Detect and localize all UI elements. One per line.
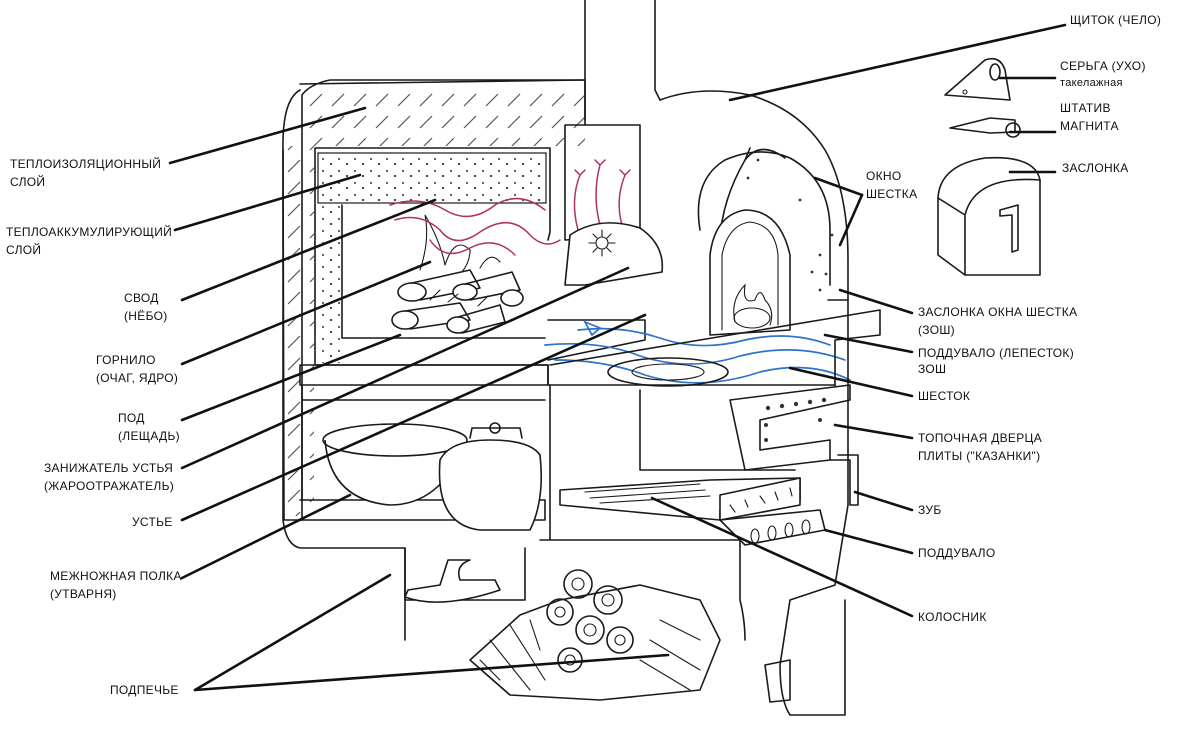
- dotted-layer: [317, 152, 547, 204]
- cold-air-flow: [544, 320, 851, 384]
- label-serga: СЕРЬГА (УХО): [1060, 59, 1146, 73]
- label-teploizol-2: СЛОЙ: [10, 174, 45, 189]
- label-shestok: ШЕСТОК: [918, 389, 970, 403]
- label-zosh-2: (ЗОШ): [918, 323, 955, 337]
- label-teploakk: ТЕПЛОАККУМУЛИРУЮЩИЙ: [6, 224, 172, 239]
- mouth-lowerer: [564, 222, 664, 286]
- label-podduvalo: ПОДДУВАЛО: [918, 546, 996, 560]
- label-okno: ОКНО: [866, 169, 902, 183]
- shestok-window: [709, 209, 791, 336]
- label-zanizhatel-2: (ЖАРООТРАЖАТЕЛЬ): [44, 479, 174, 493]
- label-podduvalo-lep: ПОДДУВАЛО (ЛЕПЕСТОК): [918, 346, 1074, 360]
- magnet-stand: [949, 117, 1016, 134]
- insulation-top: [300, 84, 585, 146]
- label-podduvalo-lep-2: ЗОШ: [918, 362, 946, 376]
- label-gornilo: ГОРНИЛО: [96, 353, 156, 367]
- label-svod: СВОД: [124, 291, 159, 305]
- label-teploizol: ТЕПЛОИЗОЛЯЦИОННЫЙ: [10, 156, 161, 171]
- label-zub: ЗУБ: [918, 503, 942, 517]
- stove-drawing: [282, 0, 1041, 716]
- labels: ЩИТОК (ЧЕЛО) СЕРЬГА (УХО) такелажная ШТА…: [6, 13, 1161, 697]
- label-gornilo-2: (ОЧАГ, ЯДРО): [96, 371, 178, 385]
- label-mezhnozh-2: (УТВАРНЯ): [50, 587, 117, 601]
- hot-air-flow: [389, 159, 631, 256]
- label-teploakk-2: СЛОЙ: [6, 242, 41, 257]
- label-shchitok: ЩИТОК (ЧЕЛО): [1070, 13, 1161, 27]
- label-shtativ-2: МАГНИТА: [1060, 119, 1119, 133]
- label-serga-sub: такелажная: [1060, 77, 1123, 89]
- shestok-plate: [549, 309, 881, 396]
- label-topochnaya-2: ПЛИТЫ ("КАЗАНКИ"): [918, 449, 1040, 463]
- label-podpeche: ПОДПЕЧЬЕ: [110, 683, 179, 697]
- label-zosh: ЗАСЛОНКА ОКНА ШЕСТКА: [918, 305, 1077, 319]
- damper-part: [937, 156, 1041, 276]
- dustpan: [404, 559, 501, 603]
- label-topochnaya: ТОПОЧНАЯ ДВЕРЦА: [918, 431, 1042, 445]
- label-shtativ: ШТАТИВ: [1060, 101, 1111, 115]
- label-okno-2: ШЕСТКА: [866, 187, 917, 201]
- label-pod: ПОД: [118, 411, 145, 425]
- shield-arch: [659, 90, 849, 301]
- leader-lines: [168, 23, 1067, 692]
- label-zanizhatel: ЗАНИЖАТЕЛЬ УСТЬЯ: [44, 461, 173, 475]
- label-zaslonka: ЗАСЛОНКА: [1062, 161, 1129, 175]
- chimney: [584, 0, 661, 126]
- insulation-left: [284, 146, 314, 516]
- label-kolosnik: КОЛОСНИК: [918, 610, 987, 624]
- firebox-door: [729, 384, 851, 471]
- label-svod-2: (НЁБО): [124, 309, 168, 323]
- firewood-stack: [469, 569, 721, 701]
- firewood-crucible: [391, 214, 524, 334]
- label-pod-2: (ЛЕЩАДЬ): [118, 429, 180, 443]
- label-mezhnozh: МЕЖНОЖНАЯ ПОЛКА: [50, 569, 182, 583]
- earring-part: [944, 57, 1011, 101]
- tooth: [719, 477, 801, 521]
- label-ustye: УСТЬЕ: [132, 515, 173, 529]
- pot: [438, 439, 543, 531]
